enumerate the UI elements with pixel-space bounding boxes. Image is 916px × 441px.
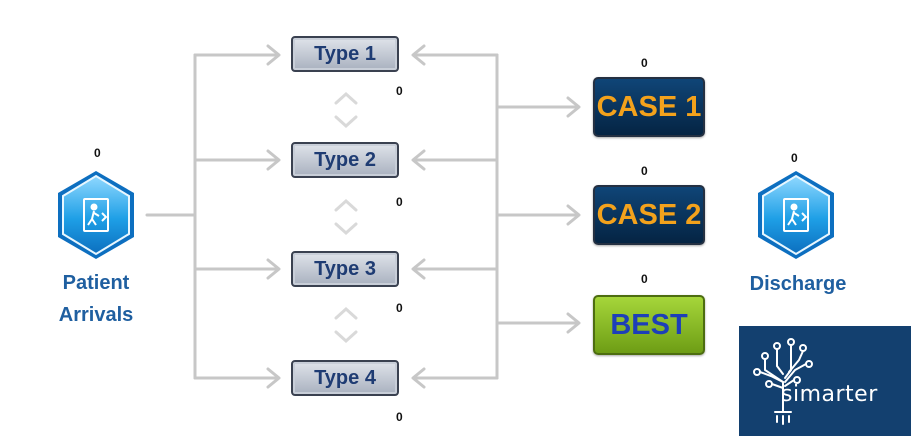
type-4-count: 0	[396, 410, 403, 424]
arrowhead-type-3	[266, 258, 281, 280]
case-1-count: 0	[641, 56, 648, 70]
arrowhead-case-1	[566, 96, 581, 118]
type-2-count: 0	[396, 195, 403, 209]
arrowhead-back-type-4	[411, 367, 426, 389]
arrowhead-type-1	[266, 44, 281, 66]
person-exit-icon	[83, 198, 109, 232]
logo-text: simarter	[781, 382, 878, 407]
arrivals-label: Patient Arrivals	[58, 272, 134, 326]
chevron-up-down-icon	[334, 198, 358, 236]
arrivals-hexagon-icon[interactable]	[58, 171, 134, 259]
type-3-box[interactable]: Type 3	[291, 251, 399, 287]
chevron-up-down-icons	[334, 91, 358, 344]
discharge-hexagon-icon[interactable]	[758, 171, 834, 259]
case-2-box[interactable]: CASE 2	[593, 185, 705, 245]
person-exit-icon	[783, 198, 809, 232]
arrowhead-back-type-2	[411, 149, 426, 171]
type-1-count: 0	[396, 84, 403, 98]
best-box[interactable]: BEST	[593, 295, 705, 355]
type-3-count: 0	[396, 301, 403, 315]
simarter-logo: simarter	[739, 326, 911, 436]
type-1-box[interactable]: Type 1	[291, 36, 399, 72]
arrowhead-back-type-3	[411, 258, 426, 280]
connector-lines	[145, 44, 581, 389]
type-2-box[interactable]: Type 2	[291, 142, 399, 178]
arrowhead-type-2	[266, 149, 281, 171]
case-1-box[interactable]: CASE 1	[593, 77, 705, 137]
circuit-tree-icon	[753, 338, 813, 425]
case-2-count: 0	[641, 164, 648, 178]
chevron-up-down-icon	[334, 306, 358, 344]
chevron-up-down-icon	[334, 91, 358, 129]
best-count: 0	[641, 272, 648, 286]
arrowhead-case-2	[566, 204, 581, 226]
discharge-count: 0	[791, 151, 798, 165]
type-4-box[interactable]: Type 4	[291, 360, 399, 396]
arrowhead-type-4	[266, 367, 281, 389]
discharge-label: Discharge	[749, 273, 847, 295]
arrowhead-best	[566, 312, 581, 334]
arrivals-count: 0	[94, 146, 101, 160]
arrowhead-back-type-1	[411, 44, 426, 66]
